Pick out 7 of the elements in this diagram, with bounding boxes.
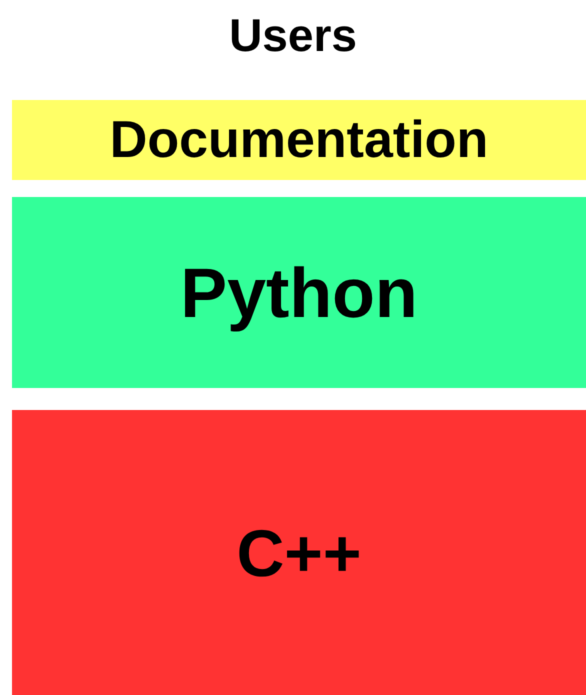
layer-band <box>12 100 586 180</box>
layer-heading: Users <box>228 8 358 62</box>
layer-band <box>12 410 586 695</box>
layer-band <box>12 197 586 388</box>
layer-name: Documentation <box>110 110 488 170</box>
layer-name: Python <box>180 252 418 332</box>
layer-name: C++ <box>236 514 362 590</box>
